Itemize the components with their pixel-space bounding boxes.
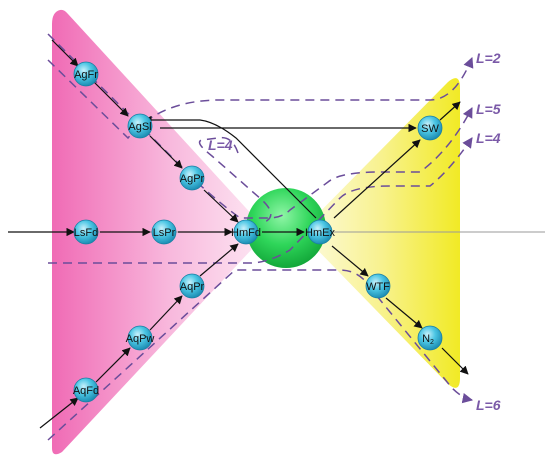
node-aqpw: AqPw [126,325,155,351]
flow-arrows [8,39,469,429]
node-agfr: AgFr [73,61,99,87]
path-l5 [47,33,473,219]
path-l4-right [48,137,473,264]
node-n2: N2 [417,325,443,351]
node-lsfd: LsFd [73,219,99,245]
node-label: AqPw [126,333,155,345]
node-label: HmFd [231,227,261,239]
label-l5: L=5 [476,101,501,117]
node-label: LsPr [153,227,176,239]
node-hmex: HmEx [305,219,335,245]
path-l2 [47,57,474,140]
right-yellow-region [300,78,460,388]
node-wtf: WTF [365,273,391,299]
node-label: AqPr [180,281,205,293]
node-label: HmEx [305,227,335,239]
label-l6: L=6 [476,397,501,413]
node-aqfd: AqFd [73,377,99,403]
node-lspr: LsPr [151,219,177,245]
label-l4-right: L=4 [476,130,501,146]
node-agsl: AgSl [127,113,153,139]
node-label: AqFd [73,385,99,397]
node-agpr-top: AgPr [179,165,205,191]
path-l4-left [198,136,272,223]
node-label: AgFr [74,69,98,81]
node-hmfd: HmFd [231,219,261,245]
node-label: N [422,333,430,345]
node-label: SW [421,123,439,135]
node-label: WTF [366,281,390,293]
label-l2: L=2 [476,50,501,66]
node-subscript: 2 [430,339,434,346]
node-label: AgPr [180,173,205,185]
label-l4-left: L=4 [208,137,233,153]
node-aqpr: AqPr [179,273,205,299]
svg-text:N2: N2 [422,333,434,346]
node-sw: SW [417,115,443,141]
node-label: AgSl [128,121,151,133]
node-label: LsFd [74,227,98,239]
